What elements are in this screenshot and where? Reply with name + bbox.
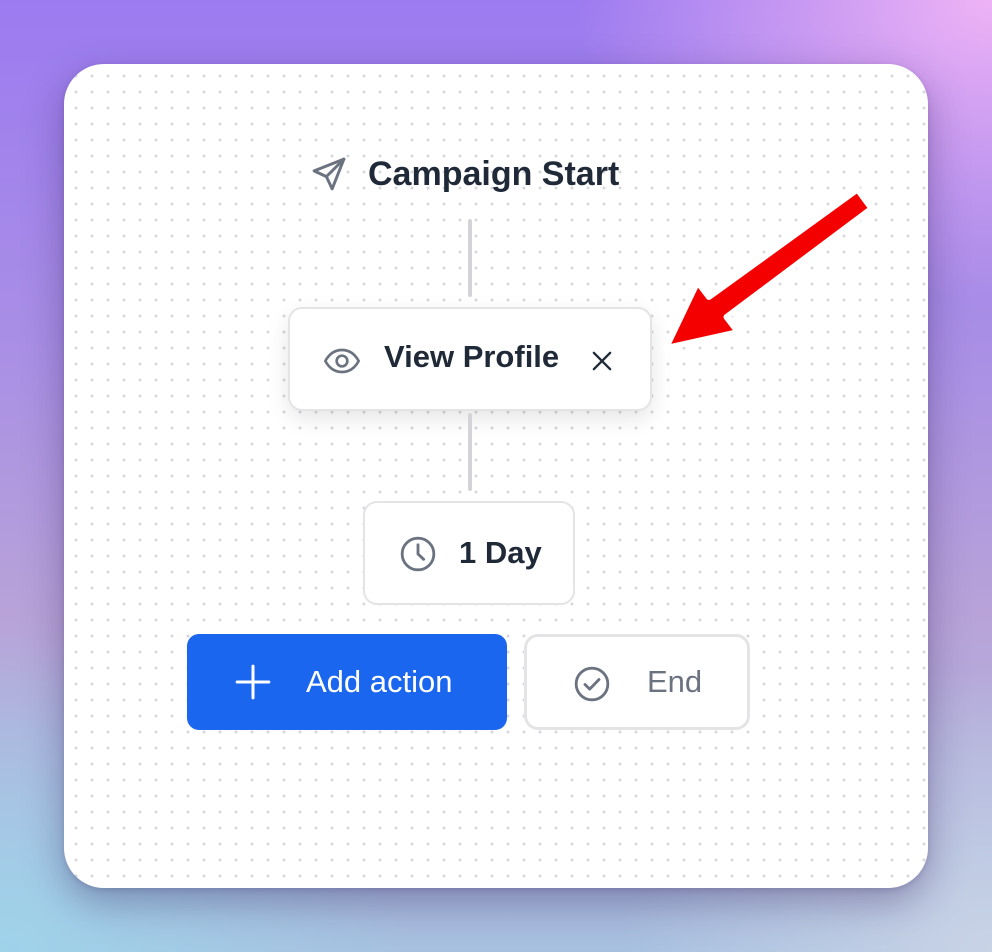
add-action-button[interactable]: Add action (187, 634, 507, 730)
clock-icon (398, 534, 438, 582)
campaign-start-node: Campaign Start (308, 152, 619, 196)
end-label: End (647, 664, 703, 699)
delay-label: 1 Day (459, 535, 542, 570)
plus-icon (233, 662, 273, 710)
paper-plane-icon (308, 153, 350, 195)
check-circle-icon (572, 664, 612, 712)
connector-line (468, 219, 472, 297)
connector-line (468, 413, 472, 491)
view-profile-label: View Profile (384, 339, 560, 374)
eye-icon (322, 341, 362, 389)
workflow-canvas: Campaign Start View Profile 1 Day (64, 64, 928, 888)
close-icon[interactable] (588, 347, 616, 375)
end-button[interactable]: End (524, 634, 750, 730)
add-action-label: Add action (306, 664, 453, 699)
campaign-start-label: Campaign Start (368, 154, 620, 193)
view-profile-step[interactable]: View Profile (288, 307, 652, 411)
delay-step[interactable]: 1 Day (363, 501, 575, 605)
